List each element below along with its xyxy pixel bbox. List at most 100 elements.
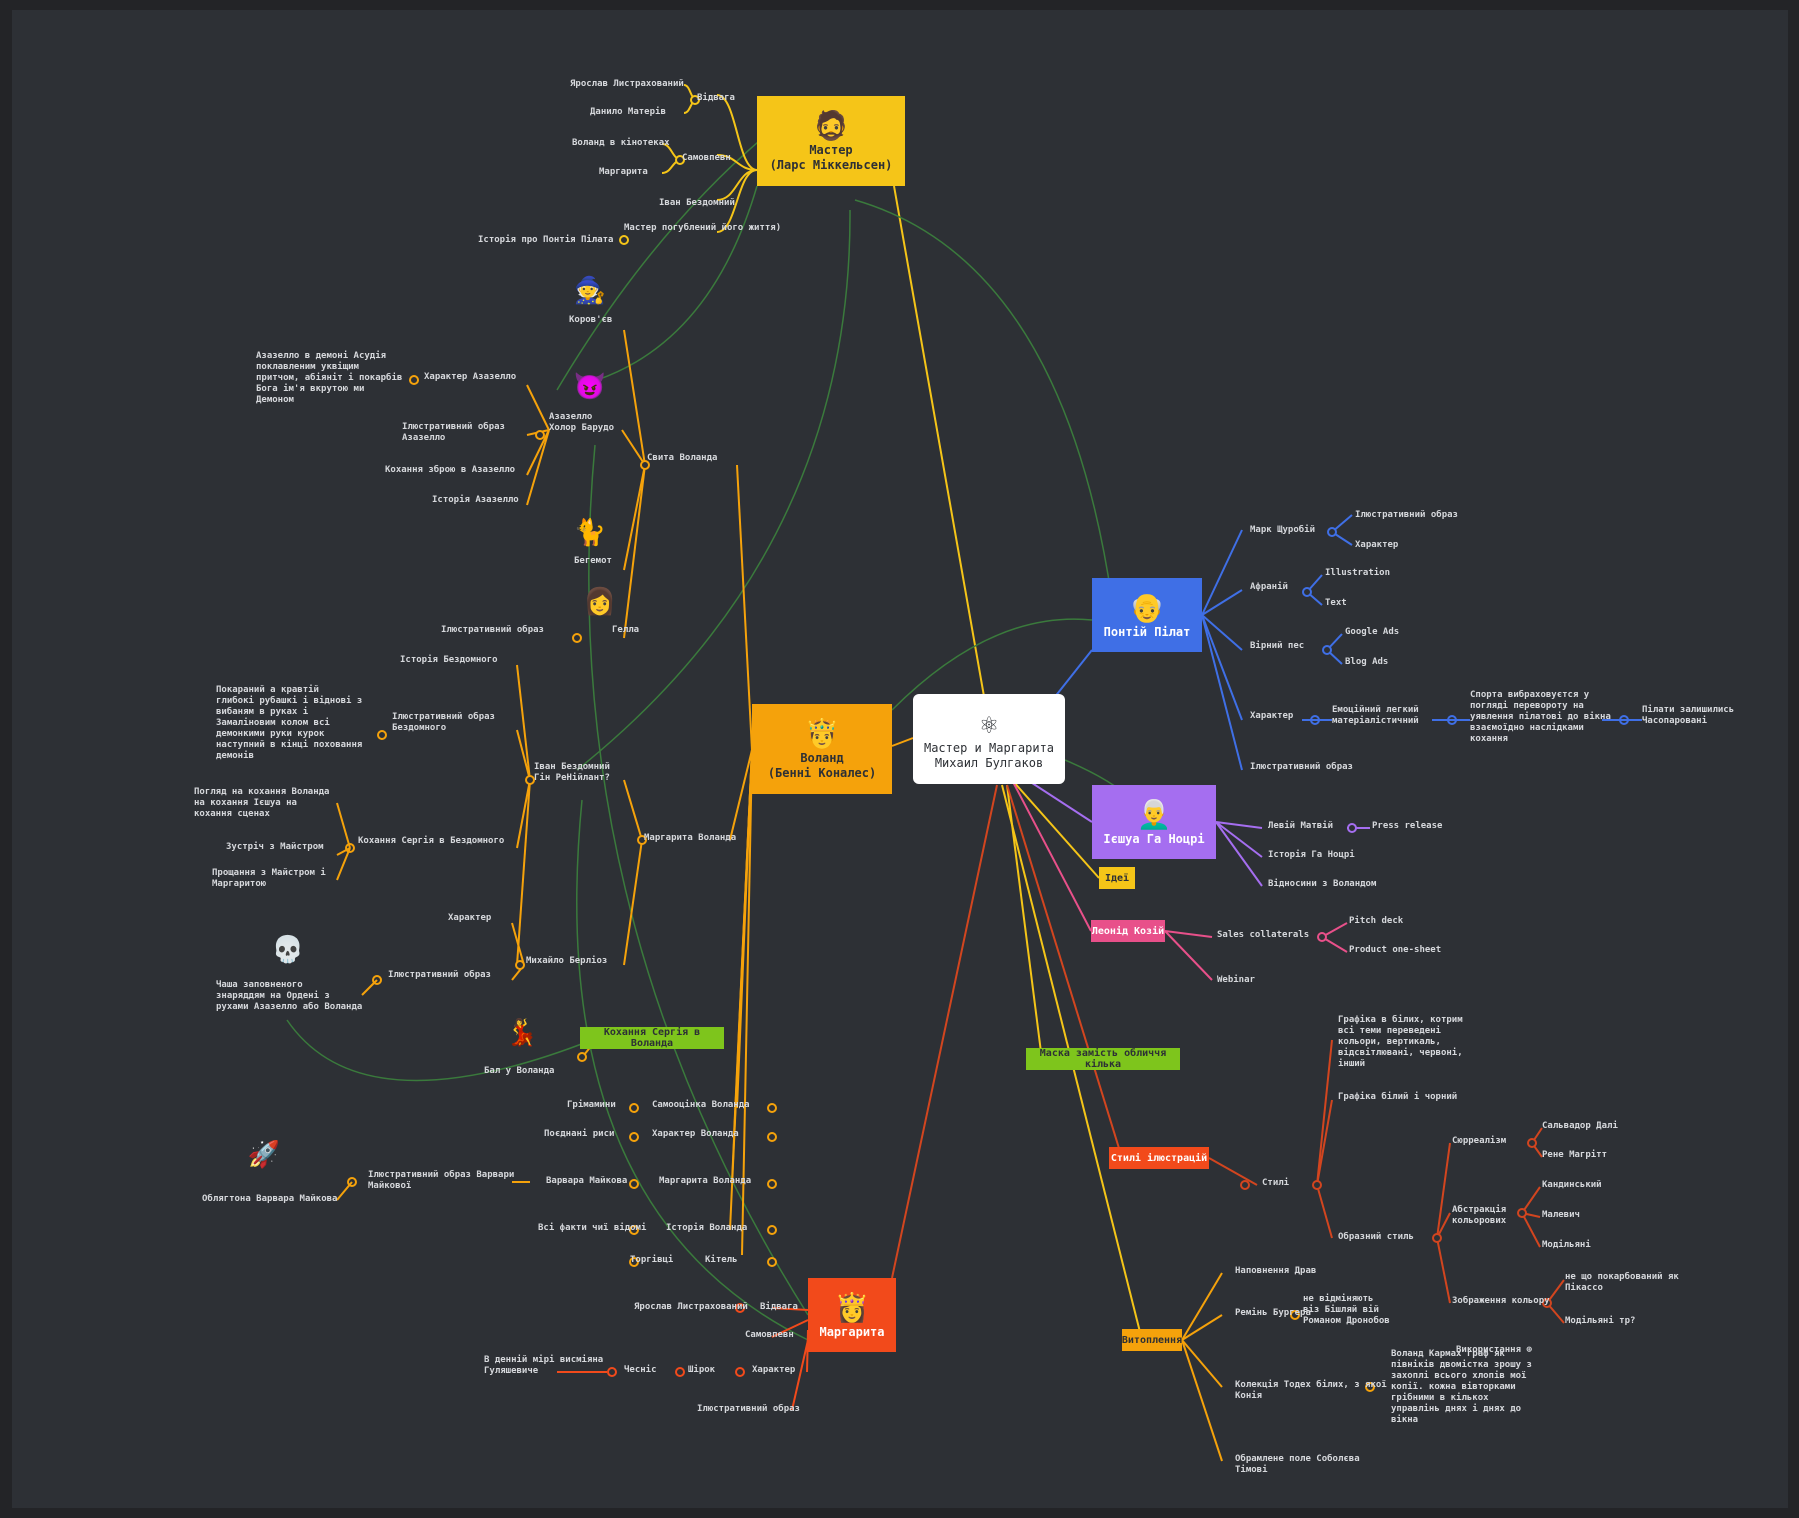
orange-item-4[interactable]: Обрамлене поле Соболєва Тімові — [1235, 1454, 1360, 1475]
margarita-node[interactable]: 👸 Маргарита — [808, 1278, 896, 1352]
pink-tag[interactable]: Леонід Козій — [1091, 920, 1165, 942]
woland-left-2[interactable]: Поєднані риси — [544, 1129, 615, 1139]
yeshua-item-1[interactable]: Левій Матвій — [1268, 821, 1334, 831]
suite-label-2[interactable]: Азазелло Холор Барудо — [549, 412, 615, 433]
lime-tag[interactable]: Кохання Сергія в Воланда — [580, 1027, 724, 1049]
woland-item-2[interactable]: Характер Воланда — [652, 1129, 739, 1139]
woland-node[interactable]: 🤴 Воланд (Бенні Коналес) — [752, 704, 892, 794]
pilate-item-5[interactable]: Ілюстративний образ — [1250, 762, 1353, 772]
image-1[interactable]: не що покарбований як Пікассо — [1565, 1272, 1679, 1293]
berlioz-1[interactable]: Характер — [448, 913, 492, 923]
pink-sales-2[interactable]: Product one-sheet — [1349, 945, 1442, 955]
margarita-item-2[interactable]: Самовпевн — [745, 1330, 794, 1340]
suite-label-3[interactable]: Бегемот — [574, 556, 612, 566]
pilate-node[interactable]: 👴 Понтій Пілат — [1092, 578, 1202, 652]
bezdomny-1[interactable]: Історія Бездомного — [400, 655, 498, 665]
pink-item-1[interactable]: Sales collaterals — [1217, 930, 1310, 940]
red-tag[interactable]: Стилі ілюстрацій — [1109, 1147, 1209, 1169]
pilate-item-3[interactable]: Вірний пес — [1250, 641, 1305, 651]
azazello-1[interactable]: Характер Азазелло — [424, 372, 517, 382]
master-detail-3[interactable]: Воланд в кінотеках — [572, 138, 670, 148]
sergiy-1[interactable]: Погляд на кохання Воланда на кохання Ієш… — [194, 787, 330, 819]
woland-item-3[interactable]: Маргарита Воланда — [659, 1176, 752, 1186]
red-item-3[interactable]: Образний стиль — [1338, 1232, 1414, 1242]
character-2[interactable]: Спорта вибраховуєтся у погляді переворот… — [1470, 690, 1611, 744]
margarita-item-3[interactable]: Характер — [752, 1365, 796, 1375]
red-group-1[interactable]: Сюрреалізм — [1452, 1136, 1507, 1146]
master-detail-2[interactable]: Данило Матерів — [590, 107, 666, 117]
surreal-2[interactable]: Рене Магрітт — [1542, 1150, 1608, 1160]
master-detail-1[interactable]: Ярослав Листрахований — [570, 79, 684, 89]
berlioz-2[interactable]: Ілюстративний образ — [388, 970, 491, 980]
pilate-item-2[interactable]: Афраній — [1250, 582, 1288, 592]
yeshua-item-2[interactable]: Історія Га Ноцрі — [1268, 850, 1355, 860]
master-item-4[interactable]: Мастер погублений його життя) — [624, 223, 782, 233]
ideas-tag[interactable]: Ідеї — [1099, 867, 1135, 889]
bezdomny-2[interactable]: Ілюстративний образ Бездомного — [392, 712, 495, 733]
lime-tag-2[interactable]: Маска замість обличчя кілька — [1026, 1048, 1180, 1070]
surreal-1[interactable]: Сальвадор Далі — [1542, 1121, 1618, 1131]
pink-sales-1[interactable]: Pitch deck — [1349, 916, 1404, 926]
azazello-4[interactable]: Історія Азазелло — [432, 495, 519, 505]
master-detail-5[interactable]: Історія про Понтія Пілата — [478, 235, 614, 245]
afraniy-2[interactable]: Text — [1325, 598, 1347, 608]
margarita-detail-1[interactable]: Ярослав Листрахований — [634, 1302, 748, 1312]
margarita-item-1[interactable]: Відвага — [760, 1302, 798, 1312]
image-2[interactable]: Модільяні тр? — [1565, 1316, 1636, 1326]
afraniy-1[interactable]: Illustration — [1325, 568, 1391, 578]
bezdomny-note[interactable]: Покараний а кравтій глибокі рубашкі і ві… — [216, 685, 363, 761]
woland-group-2[interactable]: Маргарита Воланда — [644, 833, 737, 843]
abstract-2[interactable]: Малевич — [1542, 1210, 1580, 1220]
master-item-1[interactable]: Відвага — [697, 93, 735, 103]
orange-item-3[interactable]: Колекція Тодех білих, з якої Конія — [1235, 1380, 1387, 1401]
orange-tag[interactable]: Витоплення — [1122, 1329, 1182, 1351]
margarita-detail-3[interactable]: Чесніс — [624, 1365, 657, 1375]
suite-label-4[interactable]: Гелла — [612, 625, 640, 635]
levi-press[interactable]: Press release — [1372, 821, 1443, 831]
varvara-image[interactable]: Ілюстративний образ Варвари Майкової — [368, 1170, 515, 1191]
abstract-1[interactable]: Кандинський — [1542, 1180, 1602, 1190]
bezdomny-title[interactable]: Іван Бездомний Гін РеНійлант? — [534, 762, 610, 783]
bezdomny-3[interactable]: Кохання Сергія в Бездомного — [358, 836, 505, 846]
bezdomny-4[interactable]: Михайло Берліоз — [526, 956, 608, 966]
azazello-2[interactable]: Ілюстративний образ Азазелло — [402, 422, 505, 443]
orange-item-1[interactable]: Наповнення Драв — [1235, 1266, 1317, 1276]
master-node[interactable]: 🧔 Мастер (Ларс Міккельсен) — [757, 96, 905, 186]
root-node[interactable]: ⚛ Мастер и Маргарита Михаил Булгаков — [913, 694, 1065, 784]
yeshua-item-3[interactable]: Відносини з Воландом — [1268, 879, 1377, 889]
margarita-detail-2[interactable]: Шірок — [688, 1365, 716, 1375]
red-group-2[interactable]: Абстракція кольорових — [1452, 1205, 1507, 1226]
sergiy-2[interactable]: Зустріч з Майстром — [226, 842, 324, 852]
orange-remin[interactable]: не відміняють віз Бішляй вій Романом Дро… — [1303, 1294, 1390, 1326]
gella-image[interactable]: Ілюстративний образ — [441, 625, 544, 635]
red-item-1[interactable]: Графіка в білих, котрим всі теми перевед… — [1338, 1015, 1463, 1069]
mark-1[interactable]: Ілюстративний образ — [1355, 510, 1458, 520]
ball-label[interactable]: Бал у Воланда — [484, 1066, 555, 1076]
red-hub[interactable]: Стилі — [1262, 1178, 1290, 1188]
woland-left-4[interactable]: Всі факти чиї відомі — [538, 1223, 647, 1233]
master-item-3[interactable]: Іван Бездомний — [659, 198, 735, 208]
berlioz-note[interactable]: Чаша заповненого знаряддям на Ордені з р… — [216, 980, 363, 1012]
sergiy-3[interactable]: Прощання з Майстром і Маргаритою — [212, 868, 326, 889]
woland-left-1[interactable]: Грімамини — [567, 1100, 616, 1110]
red-group-3[interactable]: Зображення кольору — [1452, 1296, 1550, 1306]
dog-1[interactable]: Google Ads — [1345, 627, 1400, 637]
character-3[interactable]: Пілати залишились Часопаровані — [1642, 705, 1735, 726]
orange-kolektsiya[interactable]: Воланд Кармах граф як півніків двомістка… — [1391, 1349, 1532, 1425]
master-item-2[interactable]: Самовпевн — [682, 153, 731, 163]
margarita-note[interactable]: В денній мірі висміяна Гуляшевиче — [484, 1355, 604, 1376]
woland-item-5[interactable]: Кітель — [705, 1255, 738, 1265]
woland-item-1[interactable]: Самооцінка Воланда — [652, 1100, 750, 1110]
orange-item-2[interactable]: Ремінь Бургера — [1235, 1308, 1311, 1318]
azazello-3[interactable]: Кохання зброю в Азазелло — [385, 465, 516, 475]
woland-left-3[interactable]: Варвара Майкова — [546, 1176, 628, 1186]
margarita-item-4[interactable]: Ілюстративний образ — [697, 1404, 800, 1414]
character-1[interactable]: Емоційний легкий матеріалістичний — [1332, 705, 1419, 726]
azazello-note[interactable]: Азазелло в демоні Асудія поклавленим укв… — [256, 351, 403, 405]
pink-item-2[interactable]: Webinar — [1217, 975, 1255, 985]
pilate-item-4[interactable]: Характер — [1250, 711, 1294, 721]
red-item-2[interactable]: Графіка білий і чорний — [1338, 1092, 1458, 1102]
woland-item-4[interactable]: Історія Воланда — [666, 1223, 748, 1233]
abstract-3[interactable]: Модільяні — [1542, 1240, 1591, 1250]
mark-2[interactable]: Характер — [1355, 540, 1399, 550]
